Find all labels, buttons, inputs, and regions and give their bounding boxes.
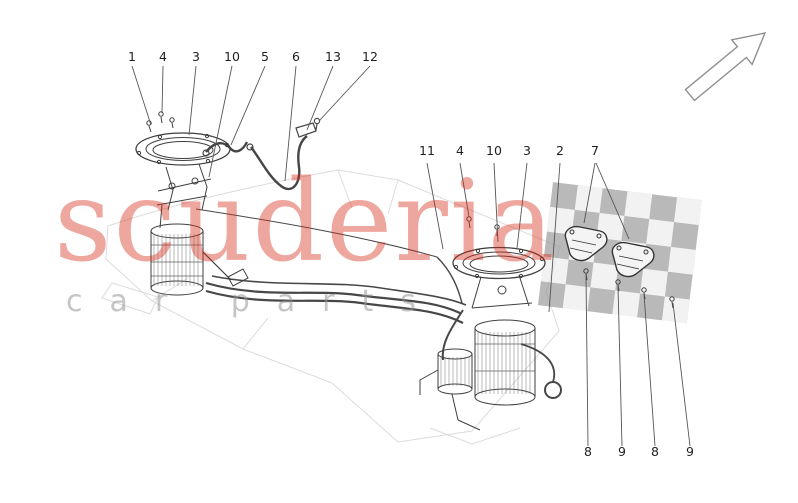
canister-hatching — [477, 332, 531, 394]
canister-hatching — [153, 234, 199, 286]
flange-screws — [146, 111, 175, 133]
hose-ring-connector — [544, 381, 562, 399]
vent-valve-screw — [313, 117, 321, 125]
float — [227, 268, 249, 287]
left-fuel-pump-module — [135, 111, 249, 296]
flange-ring — [135, 132, 231, 166]
right-fuel-pump-module — [419, 216, 546, 431]
fuel-level-sensors — [564, 225, 655, 278]
float-arm — [202, 251, 232, 281]
motor-hatching — [440, 357, 470, 386]
callout-leader-lines — [131, 65, 691, 447]
direction-arrow-icon — [684, 32, 767, 102]
fuel-hoses — [195, 208, 562, 399]
fuel-tank-outline — [101, 169, 561, 445]
vent-hose-assembly — [202, 117, 321, 191]
flange-ring — [452, 246, 546, 280]
